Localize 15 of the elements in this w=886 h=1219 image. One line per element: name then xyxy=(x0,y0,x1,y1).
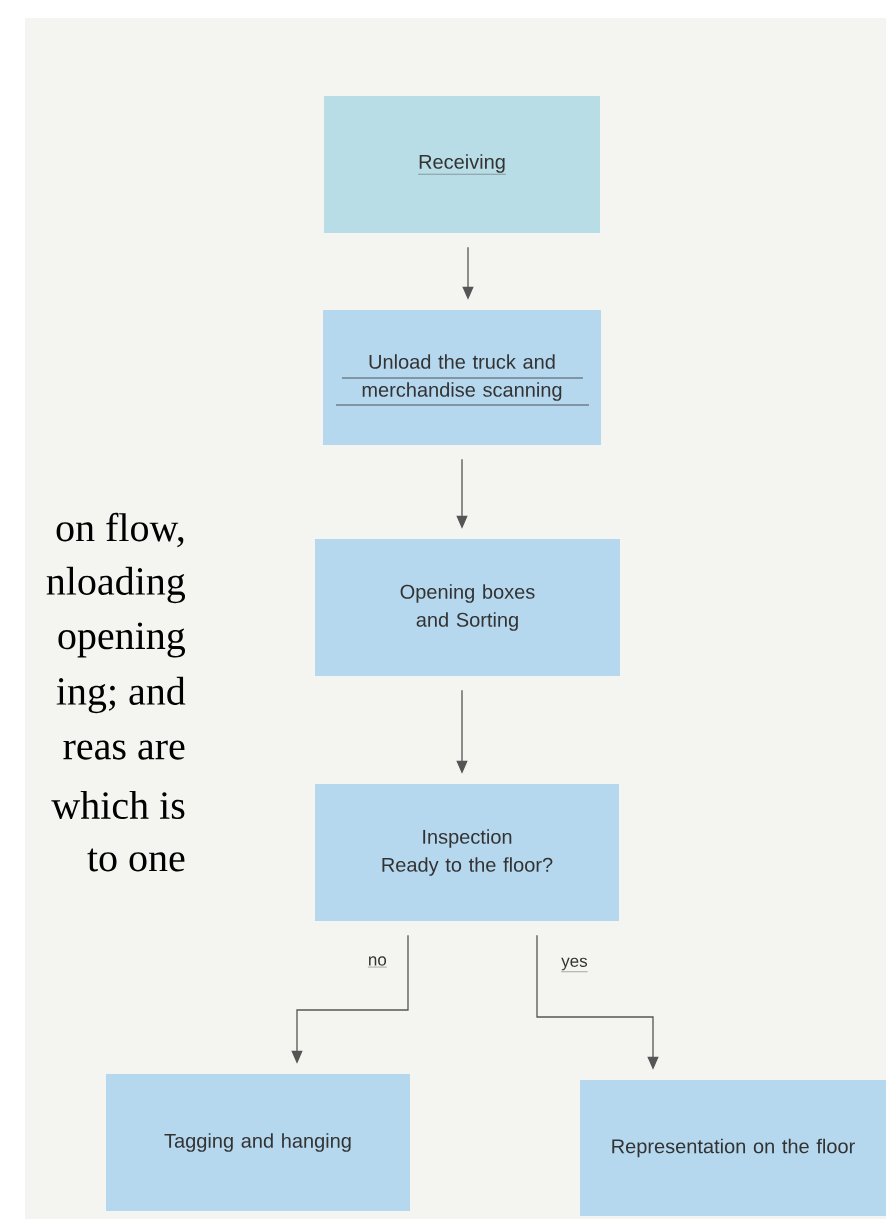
edge-label: no xyxy=(367,956,387,968)
paragraph-text: ing; and xyxy=(56,676,186,714)
process-box: Opening boxes and Sorting xyxy=(315,539,620,676)
paragraph-text: nloading xyxy=(46,566,186,604)
paragraph-text: opening xyxy=(58,622,186,658)
process-box: Receiving xyxy=(324,96,600,233)
process-box: Inspection Ready to the floor? xyxy=(315,784,619,921)
process-box: Tagging and hanging xyxy=(106,1074,410,1211)
paragraph-text: to one xyxy=(87,848,185,872)
paragraph-text: reas are xyxy=(63,740,185,760)
process-box: Unload the truck and merchandise scanning xyxy=(323,310,601,445)
process-box: Representation on the floor xyxy=(580,1080,886,1216)
paragraph-text: on flow, xyxy=(56,512,184,548)
edge-label: yes xyxy=(561,957,588,972)
paragraph-text: which is xyxy=(51,790,185,820)
